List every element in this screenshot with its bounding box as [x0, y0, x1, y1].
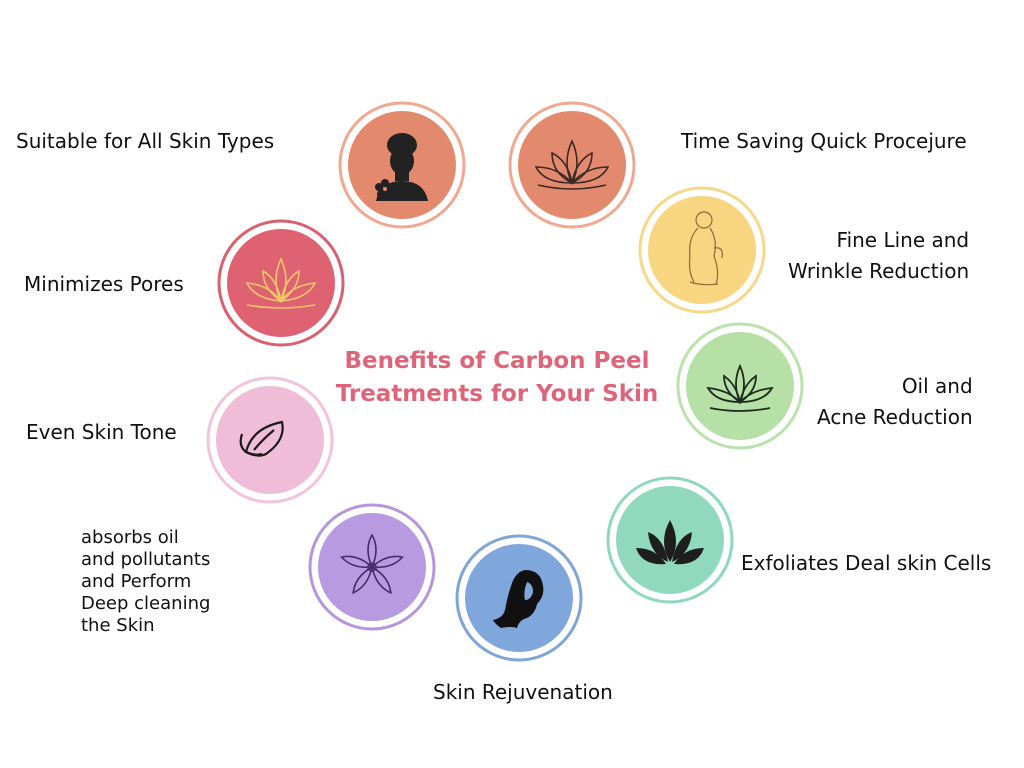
lotus-outline-icon [676, 322, 804, 450]
label-minimizes-pores: Minimizes Pores [24, 272, 184, 296]
label-time-saving: Time Saving Quick Procejure [681, 129, 967, 153]
leaf-outline-icon [206, 376, 334, 504]
badge-oil-acne [676, 322, 804, 450]
badge-skin-rejuvenation [455, 534, 583, 662]
label-absorbs-oil-line-1: absorbs oil [81, 527, 179, 548]
badge-all-skin-types [338, 101, 466, 229]
label-fine-line-line-2: Wrinkle Reduction [788, 259, 970, 283]
label-absorbs-oil-line-2: and pollutants [81, 549, 211, 570]
woman-towel-flower-icon [338, 101, 466, 229]
label-absorbs-oil-line-4: Deep cleaning [81, 593, 211, 614]
label-oil-acne-line-2: Acne Reduction [817, 405, 973, 429]
badge-minimizes-pores [217, 219, 345, 347]
woman-back-sketch-icon [638, 186, 766, 314]
label-fine-line: Fine Line and Wrinkle Reduction [788, 225, 969, 287]
badge-even-skin-tone [206, 376, 334, 504]
label-absorbs-oil-line-3: and Perform [81, 571, 192, 592]
label-fine-line-line-1: Fine Line and [836, 228, 970, 252]
lotus-gold-icon [217, 219, 345, 347]
woman-hair-silhouette-icon [455, 534, 583, 662]
label-absorbs-oil-line-5: the Skin [81, 615, 155, 636]
label-all-skin-types: Suitable for All Skin Types [16, 129, 275, 153]
badge-time-saving [508, 101, 636, 229]
title-line-1: Benefits of Carbon Peel [344, 348, 650, 374]
label-absorbs-oil: absorbs oil and pollutants and Perform D… [81, 527, 210, 637]
badge-fine-line [638, 186, 766, 314]
badge-absorbs-oil [308, 503, 436, 631]
flower-outline-icon [308, 503, 436, 631]
title-line-2: Treatments for Your Skin [335, 381, 659, 407]
lotus-line-icon [508, 101, 636, 229]
label-oil-acne: Oil and Acne Reduction [817, 371, 973, 433]
diagram-title: Benefits of Carbon Peel Treatments for Y… [297, 345, 697, 411]
lotus-solid-icon [606, 476, 734, 604]
label-oil-acne-line-1: Oil and [901, 374, 973, 398]
label-even-skin-tone: Even Skin Tone [26, 420, 177, 444]
label-exfoliates: Exfoliates Deal skin Cells [741, 551, 992, 575]
badge-exfoliates [606, 476, 734, 604]
label-skin-rejuvenation: Skin Rejuvenation [433, 680, 613, 704]
